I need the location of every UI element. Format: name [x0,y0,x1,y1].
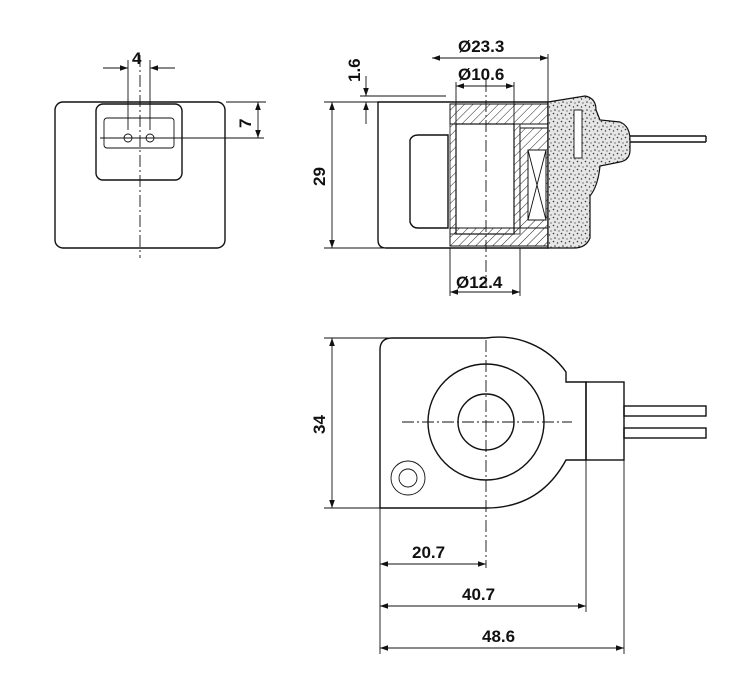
bore-wall-right [513,123,521,235]
plan-body-outline [379,336,587,509]
stamp-outer-ring [390,460,426,496]
dim-pin-offset: 7 [236,119,255,128]
certification-stamp [390,460,426,496]
wire-channel [573,109,583,159]
section-view: Ø23.3 Ø10.6 Ø12.4 1.6 29 [310,37,707,296]
dim-bore-diameter: Ø12.4 [456,273,503,292]
stamp-inner-ring [398,468,418,488]
bore-tube [455,123,515,235]
dim-center-distance: 20.7 [412,543,445,562]
body-outline [377,101,549,249]
connector-housing [585,381,625,461]
dim-height: 29 [310,167,329,186]
connector-plug-face [103,117,175,149]
coil-core-diag-b [527,149,547,221]
front-view: 4 7 [54,49,266,258]
lead-wire-1 [623,405,707,417]
dim-top-thickness: 1.6 [345,58,364,82]
dim-overall-length: 48.6 [482,627,515,646]
top-plate-section [449,103,549,125]
dim-pin-spacing: 4 [132,49,142,68]
dim-outer-diameter: Ø23.3 [458,37,504,56]
bore-wall-left [449,123,457,235]
side-lug [409,134,449,229]
overmold-section [547,95,631,249]
dim-width: 34 [310,415,329,434]
dim-body-length: 40.7 [462,585,495,604]
lead-wire-2 [623,427,707,439]
connector-socket [95,103,183,181]
plan-view: 34 20.7 40.7 48.6 [310,336,707,654]
dim-inner-diameter: Ø10.6 [458,65,504,84]
bottom-plate-section [449,227,549,247]
